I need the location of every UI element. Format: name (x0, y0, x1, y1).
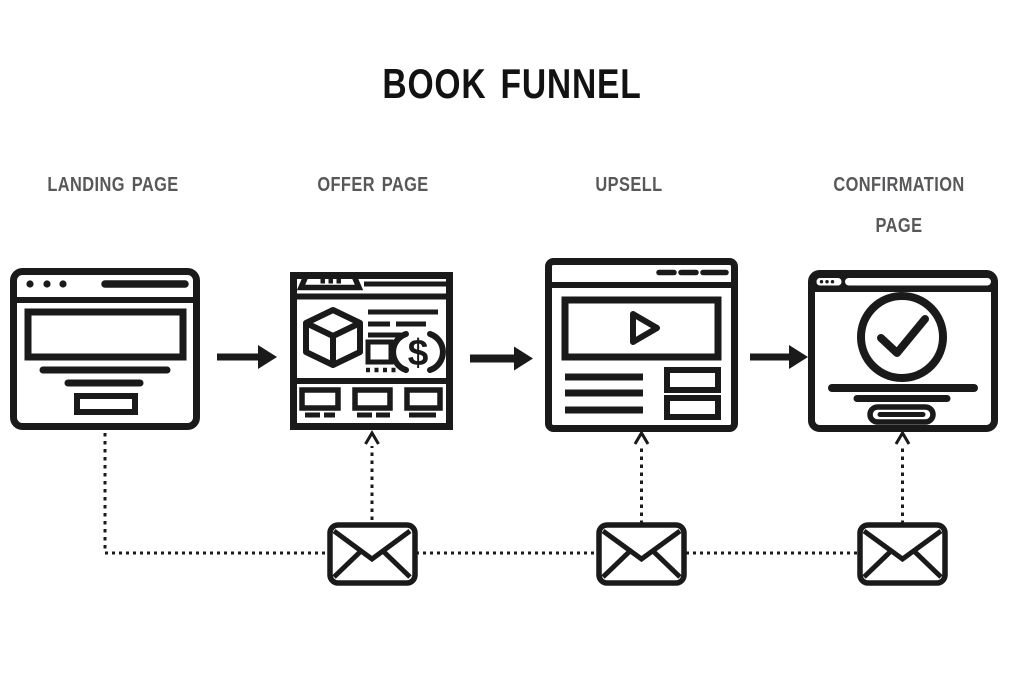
button-blocks (664, 367, 721, 420)
product-card-blocks (299, 387, 443, 411)
offer-page-browser-icon: $ (290, 272, 453, 430)
cta-button-block (74, 393, 138, 415)
thumbnail-block (365, 339, 394, 365)
stage-label-offer-page: Offer Page (317, 166, 429, 197)
play-icon (630, 311, 660, 345)
browser-tab (296, 274, 364, 291)
page-title-text: Book Funnel (382, 44, 642, 111)
browser-dots-icon (819, 280, 835, 284)
text-lines (565, 373, 643, 414)
upsell-video-browser-icon (545, 258, 738, 432)
browser-window-frame (290, 272, 453, 430)
browser-window-frame (10, 268, 200, 430)
envelope-icon (327, 522, 418, 586)
right-arrow-icon (750, 345, 808, 369)
browser-window-frame (545, 258, 738, 432)
product-cube-icon (303, 307, 363, 368)
right-arrow-icon (470, 346, 533, 371)
envelope-icon (596, 522, 687, 586)
email-flow-connector (103, 433, 904, 555)
page-title: Book Funnel (0, 48, 1024, 108)
envelope-icon (857, 522, 948, 586)
stage-label-upsell: Upsell (595, 166, 663, 197)
stage-label-confirmation-page: Confirmation Page (833, 166, 965, 238)
url-bar (845, 278, 991, 286)
confirmation-check-browser-icon (808, 270, 998, 432)
hero-block (24, 308, 187, 361)
landing-page-browser-icon (10, 268, 200, 430)
text-lines (368, 309, 438, 338)
svg-text:$: $ (408, 332, 429, 373)
video-player-block (561, 296, 722, 361)
stage-label-landing-page: Landing Page (47, 166, 179, 197)
right-arrow-icon (217, 345, 277, 369)
price-dollar-icon: $ (390, 331, 446, 373)
button-pill-block (867, 404, 936, 425)
up-arrowhead-icon (364, 430, 911, 445)
dots-slot (816, 278, 842, 286)
browser-dots-icon (320, 279, 341, 284)
browser-dots-icon (26, 280, 67, 288)
success-check-icon (857, 292, 947, 382)
